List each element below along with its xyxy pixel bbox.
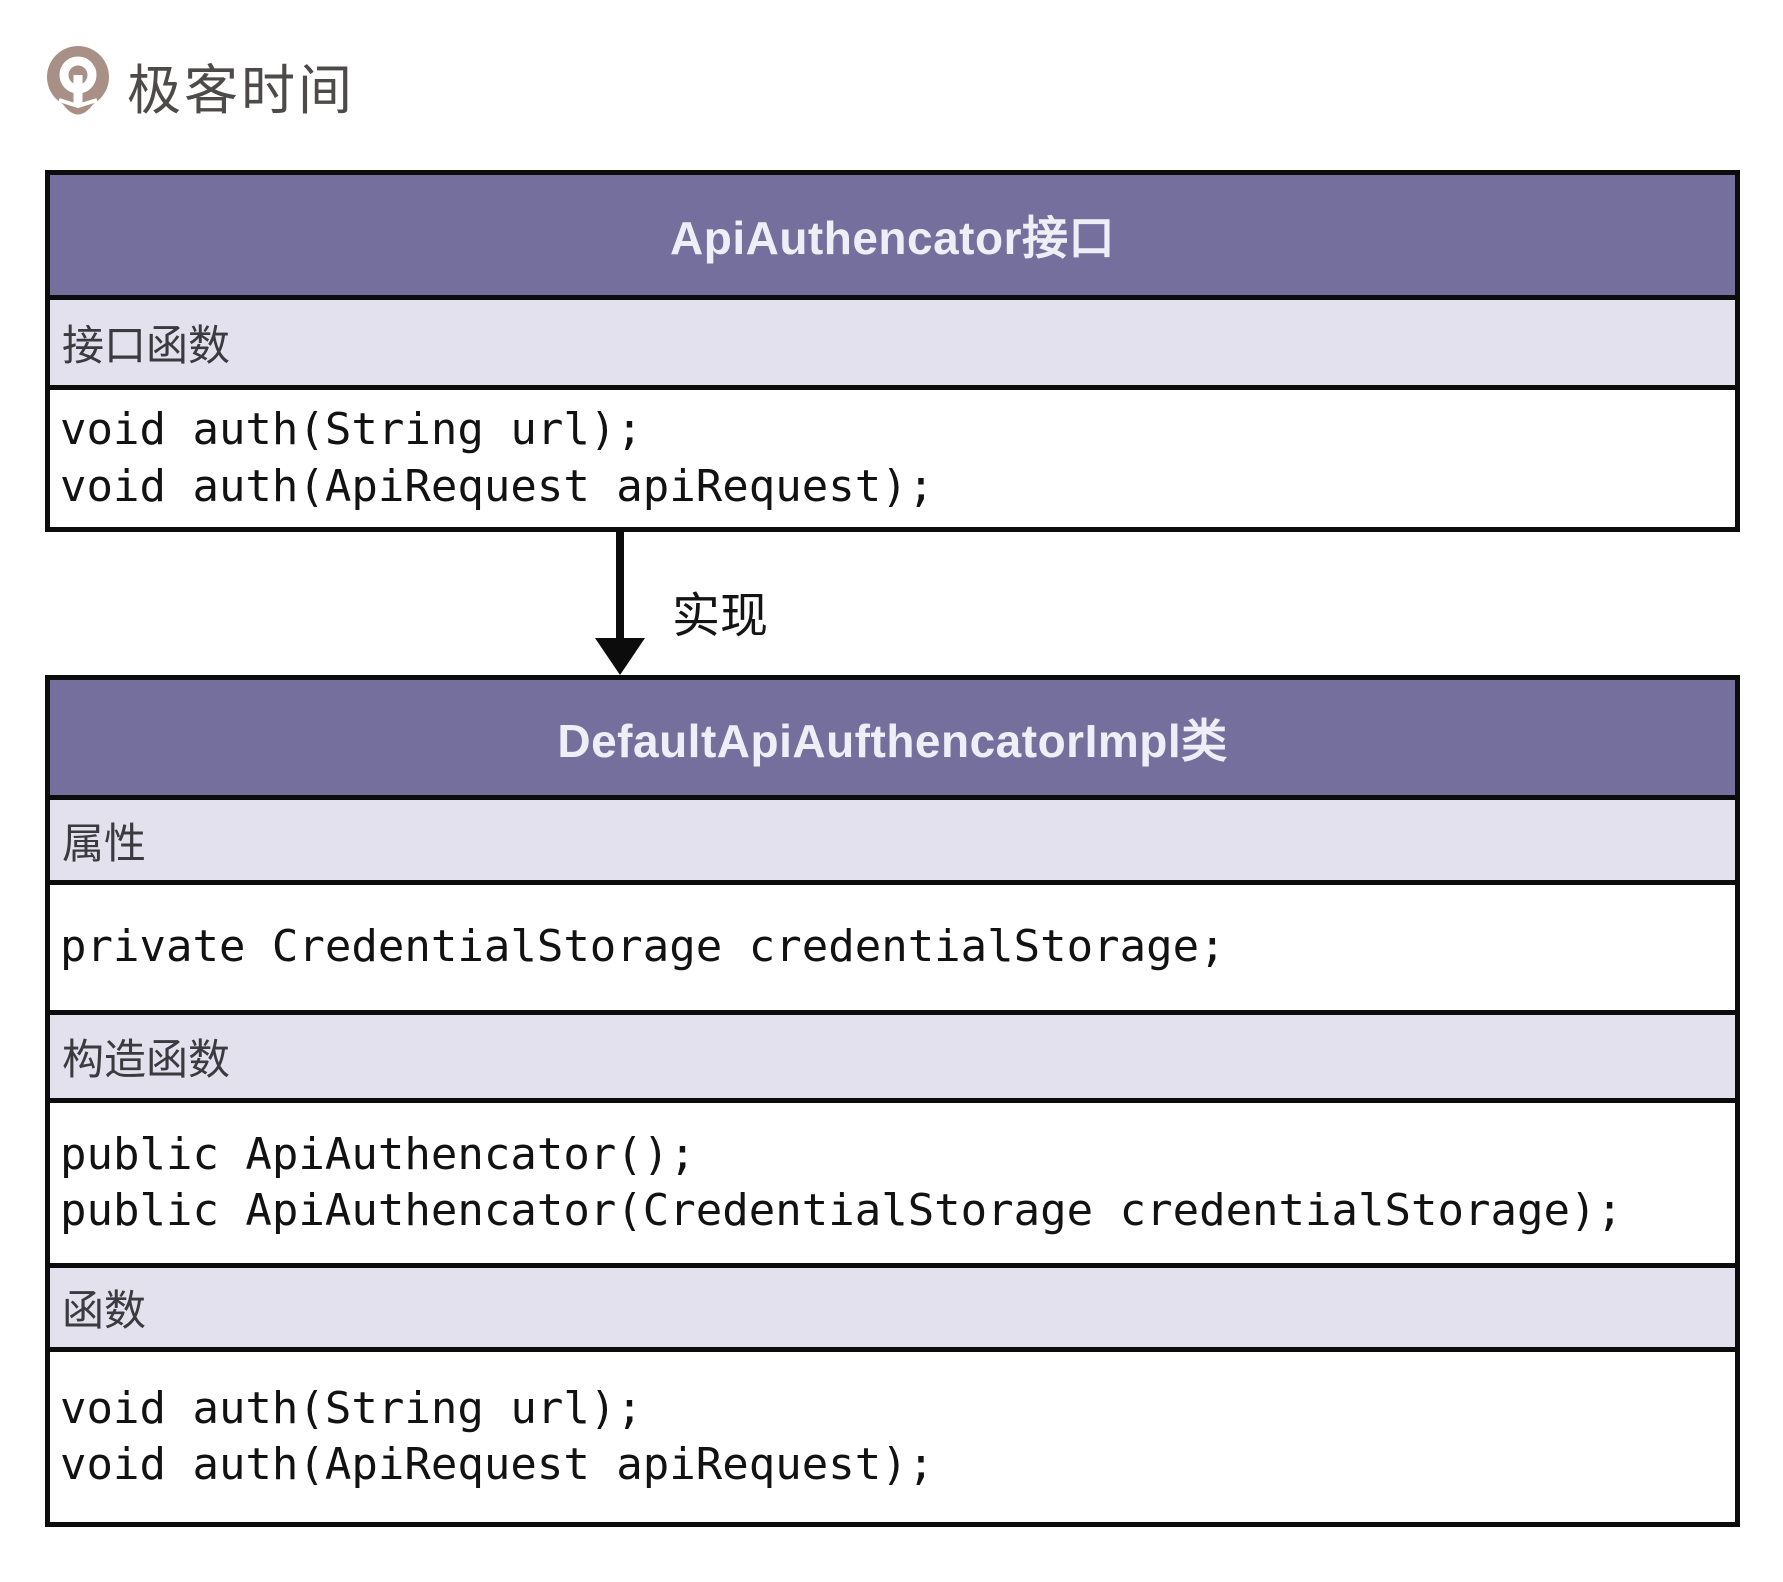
code-line: public ApiAuthencator(CredentialStorage … bbox=[60, 1185, 1623, 1236]
interface-section-label: 接口函数 bbox=[50, 295, 1735, 385]
code-line: void auth(ApiRequest apiRequest); bbox=[60, 460, 935, 512]
brand-name: 极客时间 bbox=[127, 60, 355, 121]
interface-methods-block: void auth(String url); void auth(ApiRequ… bbox=[50, 385, 1735, 527]
code-line: public ApiAuthencator(); bbox=[60, 1128, 696, 1180]
implements-label: 实现 bbox=[672, 590, 769, 643]
methods-block: void auth(String url); void auth(ApiRequ… bbox=[50, 1347, 1735, 1522]
constructor-section-label: 构造函数 bbox=[50, 1010, 1735, 1098]
code-line: void auth(ApiRequest apiRequest); bbox=[60, 1439, 935, 1490]
interface-class-box: ApiAuthencator接口 接口函数 void auth(String u… bbox=[45, 170, 1740, 532]
methods-section-label: 函数 bbox=[50, 1263, 1735, 1347]
attributes-block: private CredentialStorage credentialStor… bbox=[50, 880, 1735, 1010]
code-line: void auth(String url); bbox=[60, 1382, 643, 1434]
implements-arrow-line bbox=[616, 532, 624, 640]
code-line: private CredentialStorage credentialStor… bbox=[60, 921, 1226, 973]
impl-class-title: DefaultApiAufthencatorImpl类 bbox=[50, 680, 1735, 795]
brand-logo: 极客时间 bbox=[45, 44, 355, 126]
interface-title: ApiAuthencator接口 bbox=[50, 175, 1735, 295]
attributes-section-label: 属性 bbox=[50, 795, 1735, 880]
constructors-block: public ApiAuthencator(); public ApiAuthe… bbox=[50, 1098, 1735, 1263]
implements-arrow-head-icon bbox=[595, 638, 645, 675]
geektime-pin-icon bbox=[47, 46, 109, 115]
impl-class-box: DefaultApiAufthencatorImpl类 属性 private C… bbox=[45, 675, 1740, 1527]
code-line: void auth(String url); bbox=[60, 404, 643, 456]
